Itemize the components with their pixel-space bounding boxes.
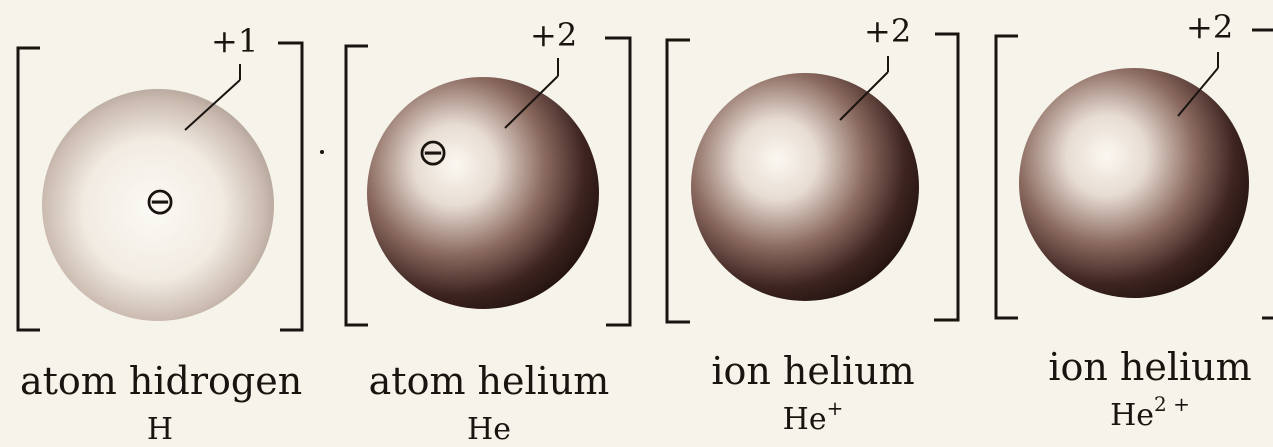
bracket-left: [994, 34, 1018, 320]
bracket-right: [605, 36, 632, 327]
panel-hydrogen-atom: +1 ⊖: [16, 22, 304, 332]
label-helium-atom: atom helium He: [354, 362, 624, 445]
charge-leader-line: [1177, 67, 1219, 117]
nucleus-sphere: [367, 77, 599, 309]
species-name: atom hidrogen: [20, 359, 303, 403]
species-symbol: He: [467, 412, 511, 447]
bracket-left: [16, 46, 40, 332]
charge-leader-line: [184, 79, 241, 131]
panel-helium-atom: +2 ⊖: [344, 16, 632, 327]
species-symbol: H: [146, 412, 174, 447]
bracket-right: [278, 41, 304, 332]
species-name: ion helium: [711, 349, 915, 393]
panel-helium-ion-2plus: +2: [994, 8, 1273, 320]
label-helium-ion-2plus: ion helium He2 +: [1030, 348, 1270, 431]
nucleus-sphere: [42, 89, 274, 321]
species-symbol: He+: [782, 396, 844, 437]
bracket-left: [344, 44, 368, 327]
label-hydrogen-atom: atom hidrogen H: [20, 359, 303, 447]
charge-label: +2: [530, 16, 577, 54]
electron-icon: ⊖: [417, 130, 449, 174]
charge-leader-line: [504, 75, 559, 129]
charge-label: +2: [864, 12, 911, 50]
charge-label: +1: [211, 22, 258, 60]
species-name: atom helium: [368, 359, 610, 403]
bracket-right: [1252, 28, 1273, 320]
electron-icon: ⊖: [144, 179, 176, 223]
nucleus-sphere: [1019, 68, 1249, 298]
nucleus-sphere: [691, 73, 919, 301]
stray-dot: [320, 150, 324, 154]
species-name: ion helium: [1048, 345, 1252, 389]
species-symbol: He2 +: [1110, 392, 1190, 433]
bracket-left: [665, 38, 690, 324]
label-helium-ion-plus: ion helium He+: [688, 352, 938, 435]
charge-label: +2: [1186, 8, 1233, 46]
charge-leader-line: [839, 71, 889, 121]
bracket-right: [934, 32, 960, 322]
panel-helium-ion-plus: +2: [665, 12, 960, 324]
